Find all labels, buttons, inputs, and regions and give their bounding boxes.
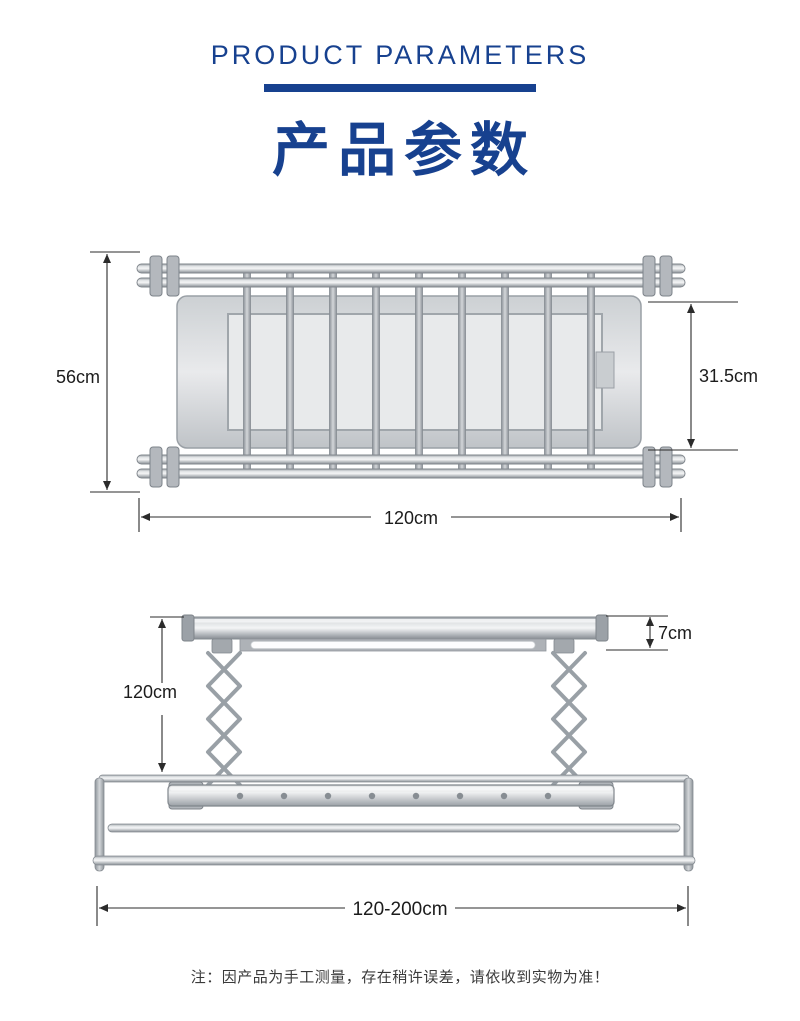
top-view-diagram: 56cm 31.5cm 120cm xyxy=(56,251,758,532)
scissor-arm-right xyxy=(551,651,587,787)
host-thickness-label: 7cm xyxy=(658,623,692,643)
title-underline-bar xyxy=(264,84,536,92)
ceiling-host-unit xyxy=(181,614,609,654)
led-light-strip xyxy=(250,641,536,649)
scissor-lift-arms xyxy=(206,651,587,787)
product-dimension-diagrams: 56cm 31.5cm 120cm xyxy=(56,251,758,926)
scissor-arm-left xyxy=(206,651,242,787)
frame-post-right xyxy=(683,777,694,872)
dimension-frame-depth: 56cm xyxy=(56,251,140,493)
frame-depth-label: 56cm xyxy=(56,367,100,387)
corner-clamps xyxy=(149,255,673,488)
page-title-english: PRODUCT PARAMETERS xyxy=(210,40,590,70)
dimension-frame-width: 120cm xyxy=(138,498,682,532)
rack-crossbars xyxy=(243,267,595,475)
extend-width-label: 120-200cm xyxy=(352,899,447,920)
dimension-extend-width: 120-200cm xyxy=(96,886,689,926)
main-beam xyxy=(167,781,615,810)
side-view-diagram: 7cm 120cm 120-200cm xyxy=(92,614,696,926)
lower-drying-frame xyxy=(92,774,696,872)
dimension-host-thickness: 7cm xyxy=(606,615,692,651)
measurement-disclaimer-note: 注：因产品为手工测量，存在稍许误差，请依收到实物为准！ xyxy=(190,969,610,986)
frame-width-label: 120cm xyxy=(384,508,438,528)
body-depth-label: 31.5cm xyxy=(699,366,758,386)
lift-drop-label: 120cm xyxy=(123,682,177,702)
dimension-lift-drop: 120cm xyxy=(123,616,184,772)
drying-rods-bottom xyxy=(136,454,686,479)
page-title-chinese: 产品参数 xyxy=(271,118,536,183)
frame-post-left xyxy=(94,777,105,872)
dimension-body-depth: 31.5cm xyxy=(648,301,758,451)
drying-rods-top xyxy=(136,263,686,288)
